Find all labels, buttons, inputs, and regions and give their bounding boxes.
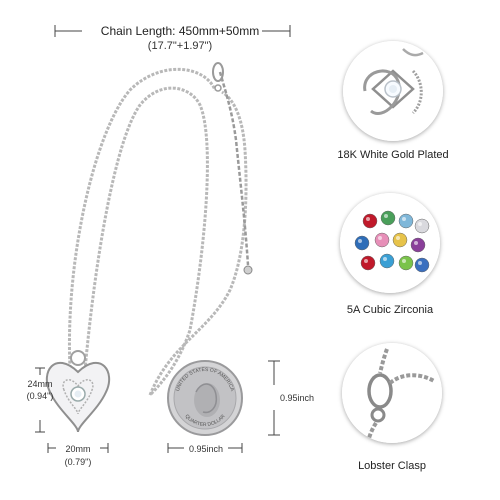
- heart-pendant-icon: [45, 350, 111, 433]
- gemstone: [362, 213, 378, 229]
- necklace-illustration: [35, 62, 280, 453]
- gemstone-highlight: [418, 222, 422, 226]
- gemstone: [380, 210, 396, 226]
- gemstone-highlight: [366, 217, 370, 221]
- pendant-width-dimension: [47, 443, 109, 453]
- gemstone-highlight: [414, 241, 418, 245]
- gemstone: [414, 257, 430, 273]
- gemstone: [374, 232, 390, 248]
- chain-length-annotation: Chain Length: 450mm+50mm (17.7"+1.97"): [0, 0, 300, 60]
- feature-closeup-zirconia: [340, 193, 440, 293]
- feature-label-white-gold: 18K White Gold Plated: [337, 149, 449, 161]
- extender-chain: [218, 71, 250, 266]
- coin-height-label: 0.95inch: [280, 393, 315, 403]
- feature-label-clasp: Lobster Clasp: [358, 460, 426, 472]
- gemstone: [379, 253, 395, 269]
- pendant-closeup-icon: [343, 41, 443, 141]
- feature-closeup-clasp: [342, 343, 442, 443]
- coin-height-dimension: [268, 360, 280, 436]
- gemstone: [410, 237, 426, 253]
- gemstone: [414, 218, 430, 234]
- coin-top-text: UNITED STATES OF AMERICA: [175, 367, 235, 393]
- coin-inscriptions: UNITED STATES OF AMERICA QUARTER DOLLAR: [175, 367, 235, 428]
- gemstone-highlight: [418, 261, 422, 265]
- gemstone-highlight: [396, 236, 400, 240]
- gemstone-highlight: [402, 259, 406, 263]
- gemstones-icon: [340, 193, 440, 293]
- gemstone-highlight: [364, 259, 368, 263]
- extender-end-bead: [243, 265, 253, 275]
- chain-length-arrow: [54, 25, 291, 37]
- gemstone: [360, 255, 376, 271]
- chain-length-inches: (17.7"+1.97"): [147, 40, 213, 52]
- gemstone-highlight: [358, 239, 362, 243]
- feature-closeup-white-gold: [343, 41, 443, 141]
- chain-length-label: Chain Length: 450mm+50mm: [100, 24, 260, 38]
- clasp-icon: [212, 62, 224, 92]
- quarter-coin-icon: [167, 360, 243, 436]
- gemstone-highlight: [402, 217, 406, 221]
- pendant-width-mm: 20mm: [65, 444, 91, 454]
- gemstone: [398, 255, 414, 271]
- pendant-height-in: (0.94"): [26, 391, 54, 401]
- gemstone-highlight: [384, 214, 388, 218]
- gemstone: [392, 232, 408, 248]
- pendant-width-in: (0.79"): [64, 457, 92, 467]
- lobster-clasp-icon: [342, 343, 442, 443]
- feature-label-zirconia: 5A Cubic Zirconia: [346, 304, 434, 316]
- coin-bottom-text: QUARTER DOLLAR: [184, 413, 227, 428]
- pendant-height-dimension: [35, 367, 45, 433]
- coin-width-label: 0.95inch: [188, 444, 224, 454]
- chain-strand-left: [67, 67, 217, 369]
- pendant-height-mm: 24mm: [27, 379, 53, 389]
- chain-strand-inner: [83, 86, 209, 397]
- chain-strand-right: [148, 90, 248, 396]
- gemstone-highlight: [378, 236, 382, 240]
- coin-width-dimension: [167, 443, 243, 453]
- gemstone: [398, 213, 414, 229]
- gemstone-highlight: [383, 257, 387, 261]
- gemstone: [354, 235, 370, 251]
